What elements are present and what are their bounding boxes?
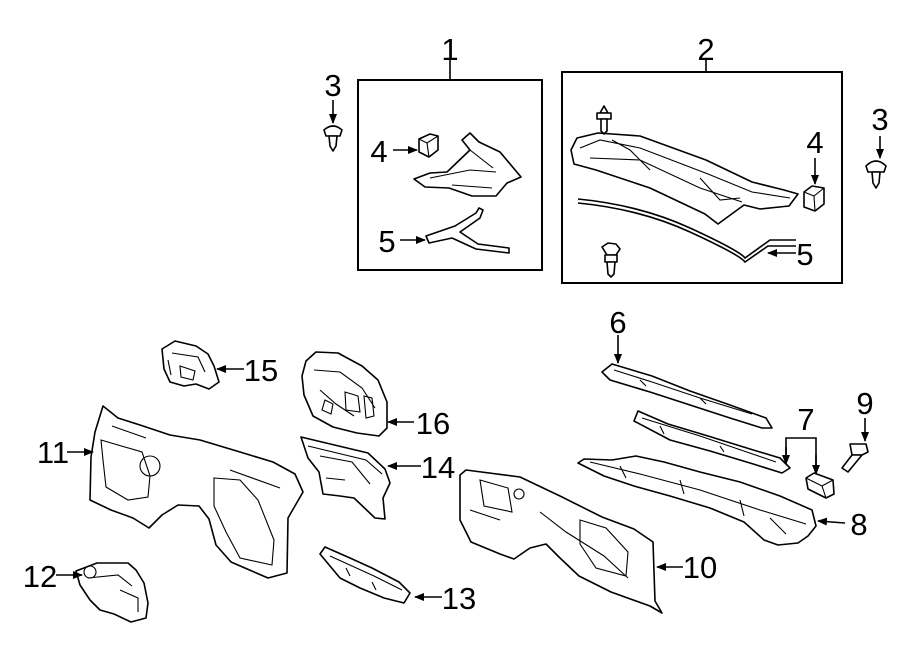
callout-4-right: 4: [806, 125, 823, 160]
clip-7: [805, 472, 835, 499]
leader-arrows: [56, 100, 884, 601]
dash-panel-10: [459, 469, 663, 614]
callout-2: 2: [697, 32, 714, 67]
cowl-panel-6: [601, 363, 773, 429]
push-clip-right: [865, 160, 887, 189]
panel-15: [161, 340, 220, 390]
cowl-panel-8: [577, 455, 817, 546]
callout-10: 10: [683, 550, 717, 585]
callout-12: 12: [23, 559, 57, 594]
callout-16: 16: [416, 406, 450, 441]
callout-14: 14: [421, 450, 455, 485]
callout-5-left: 5: [378, 224, 395, 259]
callout-5-right: 5: [796, 237, 813, 272]
push-clip-left: [323, 125, 343, 152]
bracket-12: [75, 562, 149, 623]
callout-11: 11: [37, 435, 69, 470]
callout-7: 7: [797, 402, 814, 437]
clip-9: [841, 443, 869, 473]
rail-13: [319, 546, 411, 604]
screw-bolt-top: [596, 105, 612, 135]
seal-block-right: [803, 185, 825, 212]
seal-block-left: [418, 133, 439, 158]
cowl-grille-small: [413, 132, 522, 197]
dash-panel-11: [89, 405, 304, 579]
bracket-14: [300, 436, 391, 520]
bolt-bottom: [601, 242, 621, 278]
callout-4-left: 4: [370, 134, 387, 169]
callout-15: 15: [244, 353, 278, 388]
seal-strip-large: [577, 198, 796, 264]
group-box-2: [561, 71, 843, 284]
seal-strip-small: [425, 207, 510, 254]
cowl-grille-large: [570, 132, 799, 225]
insulator-16: [301, 351, 388, 437]
callout-3-right: 3: [871, 102, 888, 137]
callout-3-left: 3: [324, 68, 341, 103]
callout-1: 1: [441, 32, 458, 67]
callout-13: 13: [442, 581, 476, 616]
callout-8: 8: [850, 507, 867, 542]
callout-6: 6: [609, 305, 626, 340]
callout-9: 9: [856, 386, 873, 421]
